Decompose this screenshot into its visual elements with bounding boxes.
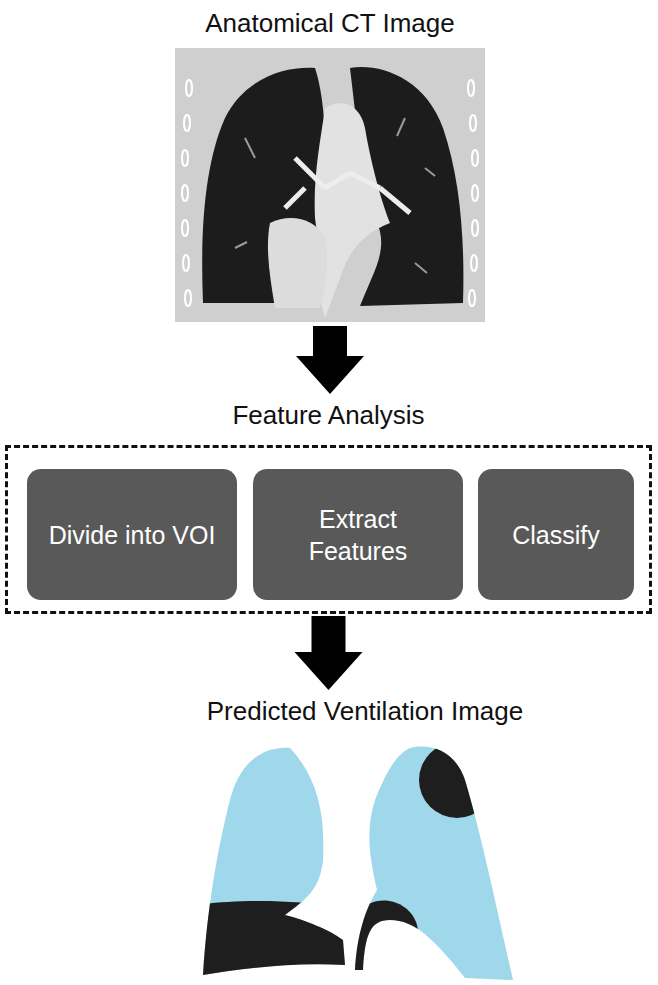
image-panel: Predicted Ventilation Image: [185, 694, 545, 982]
ct-image: [175, 48, 485, 322]
process-label: Divide into VOI: [49, 519, 216, 551]
panel-heading: Predicted Ventilation Image: [185, 694, 545, 728]
process-label: Classify: [512, 519, 600, 551]
group-box: Feature AnalysisDivide into VOI Extract F…: [5, 398, 652, 614]
image-panel: Anatomical CT Image: [170, 6, 490, 324]
dashed-group-border: Divide into VOI Extract Features Classify: [5, 445, 652, 614]
process-box: Classify: [478, 469, 634, 600]
process-box: Extract Features: [253, 469, 463, 600]
ventilation-image: [195, 740, 535, 982]
block-arrow: [295, 616, 363, 690]
block-arrow: [296, 326, 364, 394]
panel-heading: Feature Analysis: [5, 398, 652, 432]
process-box: Divide into VOI: [27, 469, 237, 600]
panel-heading: Anatomical CT Image: [170, 6, 490, 40]
process-label: Extract Features: [267, 503, 449, 567]
